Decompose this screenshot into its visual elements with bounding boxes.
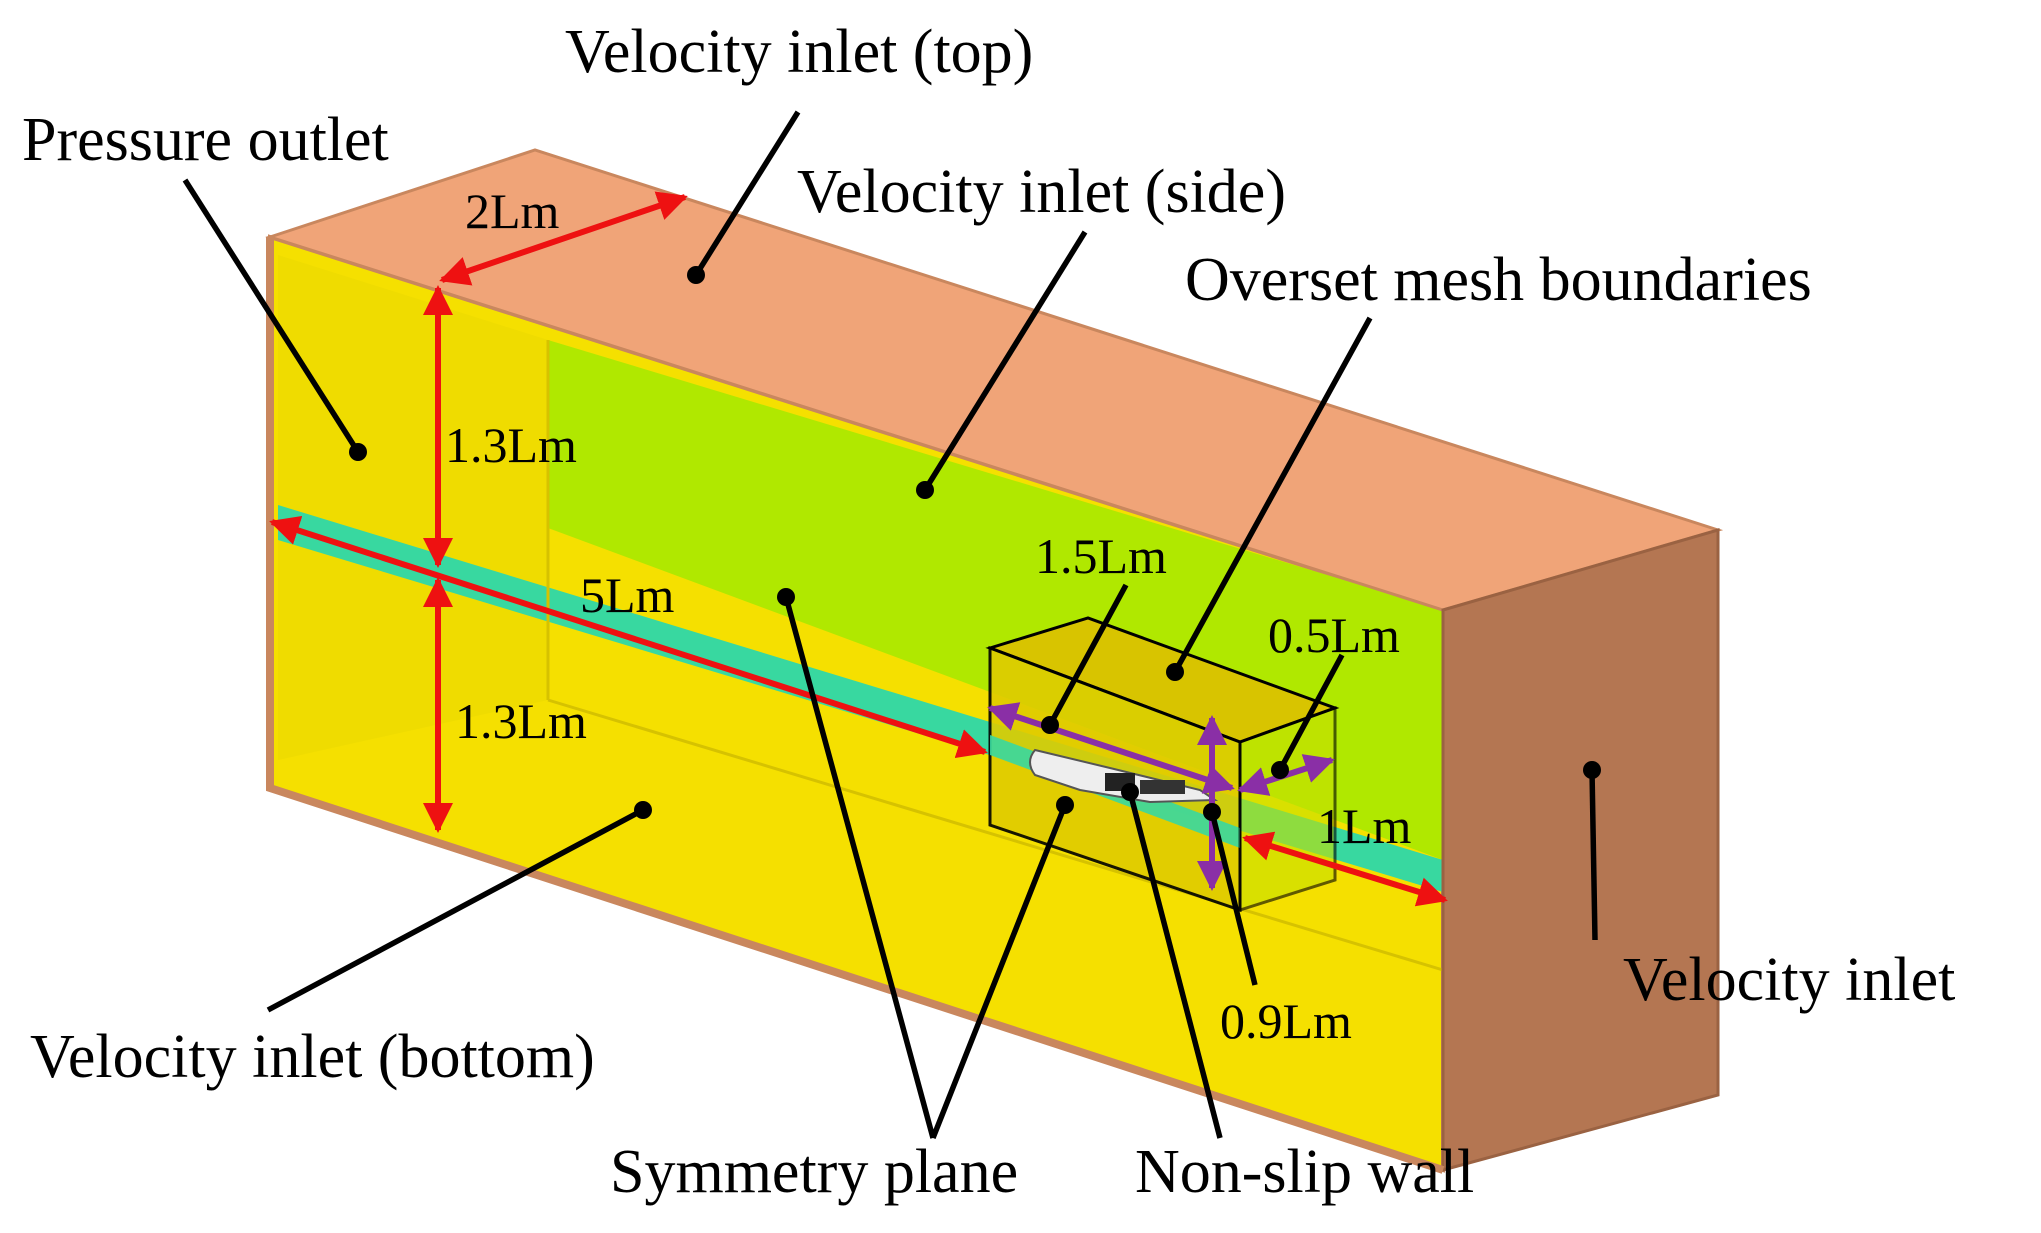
length-arrow [269, 516, 988, 758]
aft-distance-arrow [1242, 831, 1448, 907]
label-velocity-inlet-side: Velocity inlet (side) [797, 158, 1286, 226]
width-top-arrow [439, 191, 688, 286]
dimension-labels: 2Lm 1.3Lm 5Lm 1.3Lm 1.5Lm 0.5Lm 1Lm 0.9L… [445, 183, 1412, 1049]
dimension-arrows [269, 191, 1448, 907]
leader-lines [182, 110, 1601, 1140]
boundary-labels: Velocity inlet (top) Pressure outlet Vel… [22, 18, 1955, 1206]
label-pressure-outlet: Pressure outlet [22, 106, 389, 174]
dim-overset-height: 0.9Lm [1220, 993, 1352, 1049]
label-velocity-inlet-top: Velocity inlet (top) [565, 18, 1033, 86]
label-overset-mesh-boundaries: Overset mesh boundaries [1185, 246, 1812, 314]
dim-height-lower: 1.3Lm [455, 693, 587, 749]
dim-length: 5Lm [580, 567, 675, 623]
dim-height-upper: 1.3Lm [445, 417, 577, 473]
label-velocity-inlet-bottom: Velocity inlet (bottom) [30, 1023, 595, 1091]
label-symmetry-plane: Symmetry plane [610, 1138, 1018, 1206]
dim-overset-width: 0.5Lm [1268, 607, 1400, 663]
label-velocity-inlet: Velocity inlet [1623, 946, 1955, 1014]
dim-width-top: 2Lm [465, 183, 560, 239]
dim-overset-length: 1.5Lm [1035, 528, 1167, 584]
overset-length-arrow [987, 702, 1235, 794]
end-face [1441, 528, 1720, 1172]
dim-aft-distance: 1Lm [1317, 798, 1412, 854]
label-non-slip-wall: Non-slip wall [1135, 1138, 1474, 1206]
